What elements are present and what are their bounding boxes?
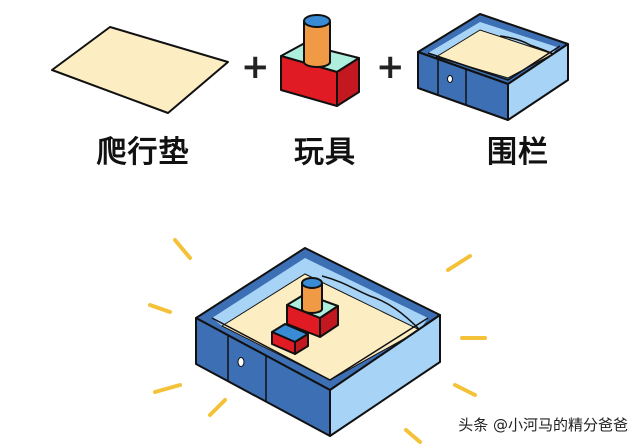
fence-label: 围栏 [487, 135, 549, 170]
plus-sign-2: + [376, 47, 405, 87]
plus-sign-1: + [241, 47, 270, 87]
watermark: 头条 @小河马的精分爸爸 [458, 416, 628, 434]
toy-label: 玩具 [294, 135, 356, 170]
mat-label: 爬行垫 [96, 135, 190, 170]
burst-lines [148, 238, 487, 444]
